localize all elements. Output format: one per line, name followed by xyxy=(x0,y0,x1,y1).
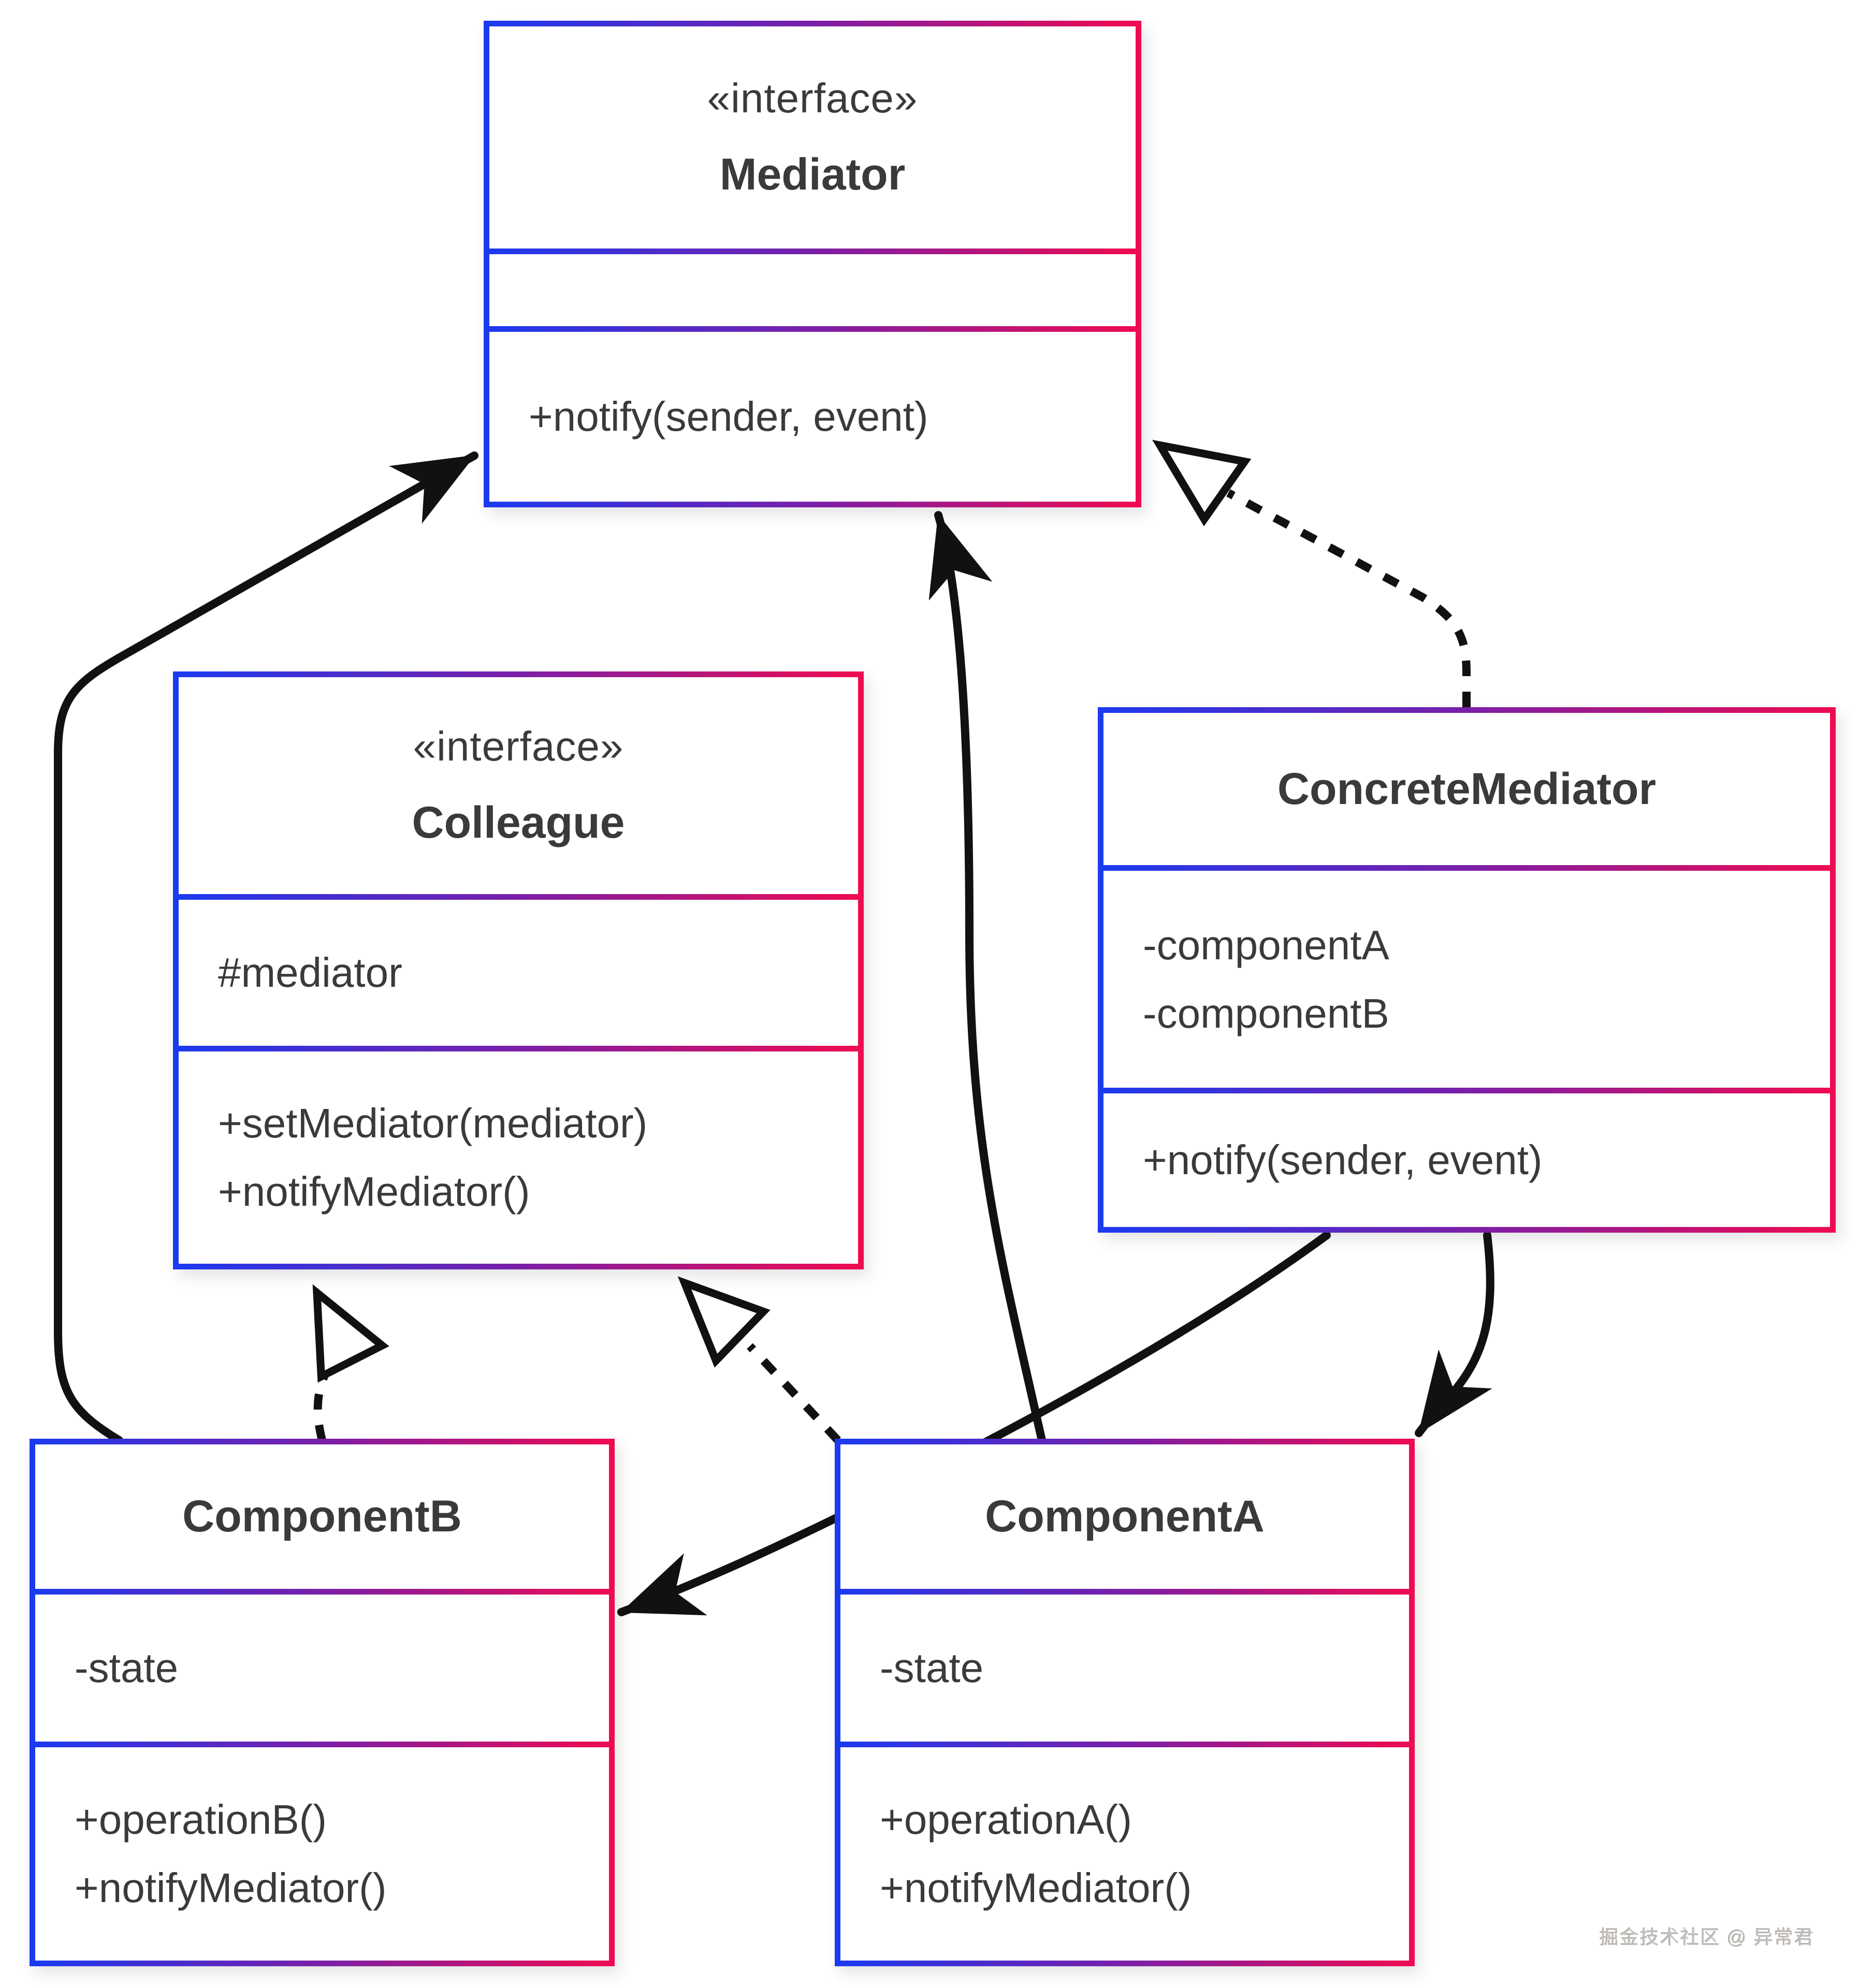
methods-compartment: +setMediator(mediator) +notifyMediator() xyxy=(179,1051,858,1264)
method-label: +operationA() xyxy=(880,1796,1132,1843)
method-label: +operationB() xyxy=(75,1796,327,1843)
class-title-compartment: «interface» Colleague xyxy=(179,677,858,894)
edge-concretemediator-to-componenta xyxy=(1415,1231,1494,1437)
edge-concretemediator-realizes-mediator xyxy=(1226,489,1471,707)
method-label: +notifyMediator() xyxy=(880,1865,1192,1911)
hollow-triangle-icon xyxy=(677,1276,771,1368)
compartment-divider xyxy=(840,1589,1409,1595)
compartment-divider xyxy=(1103,1088,1830,1093)
class-box-colleague: «interface» Colleague #mediator +setMedi… xyxy=(173,671,864,1269)
methods-compartment: +notify(sender, event) xyxy=(489,332,1136,502)
method-label: +notify(sender, event) xyxy=(1143,1137,1543,1183)
compartment-divider xyxy=(840,1742,1409,1747)
compartment-divider xyxy=(489,326,1136,332)
class-name: ComponentB xyxy=(182,1492,462,1541)
stereotype-label: «interface» xyxy=(707,75,918,121)
methods-compartment: +operationB() +notifyMediator() xyxy=(35,1747,609,1961)
class-title-compartment: «interface» Mediator xyxy=(489,26,1136,248)
method-label: +setMediator(mediator) xyxy=(218,1100,648,1146)
attribute-label: -componentA xyxy=(1143,922,1389,968)
edge-componentb-realizes-colleague xyxy=(313,1342,346,1441)
class-name: ComponentA xyxy=(985,1492,1265,1541)
class-box-mediator: «interface» Mediator +notify(sender, eve… xyxy=(484,21,1141,507)
compartment-divider xyxy=(35,1742,609,1747)
compartment-divider xyxy=(1103,865,1830,871)
attributes-compartment xyxy=(489,254,1136,326)
class-title-compartment: ConcreteMediator xyxy=(1103,713,1830,865)
edge-componenta-realizes-colleague xyxy=(747,1343,841,1443)
attribute-label: #mediator xyxy=(218,949,402,996)
class-box-componenta: ComponentA -state +operationA() +notifyM… xyxy=(835,1439,1415,1966)
attributes-compartment: -state xyxy=(840,1595,1409,1742)
watermark-text: 掘金技术社区 @ 异常君 xyxy=(1599,1927,1814,1948)
class-title-compartment: ComponentB xyxy=(35,1444,609,1589)
attributes-compartment: #mediator xyxy=(179,900,858,1046)
class-box-componentb: ComponentB -state +operationB() +notifyM… xyxy=(30,1439,615,1966)
attributes-compartment: -state xyxy=(35,1595,609,1742)
compartment-divider xyxy=(179,1046,858,1051)
methods-compartment: +notify(sender, event) xyxy=(1103,1093,1830,1227)
class-name: ConcreteMediator xyxy=(1277,764,1657,814)
methods-compartment: +operationA() +notifyMediator() xyxy=(840,1747,1409,1961)
attribute-label: -state xyxy=(880,1645,984,1691)
hollow-triangle-icon xyxy=(312,1284,389,1383)
stereotype-label: «interface» xyxy=(413,723,624,769)
class-title-compartment: ComponentA xyxy=(840,1444,1409,1589)
method-label: +notify(sender, event) xyxy=(529,393,928,440)
compartment-divider xyxy=(489,248,1136,254)
edge-componenta-to-mediator xyxy=(928,511,1046,1444)
attributes-compartment: -componentA -componentB xyxy=(1103,871,1830,1088)
edge-componentb-to-mediator xyxy=(54,451,478,1444)
attribute-label: -state xyxy=(75,1645,179,1691)
compartment-divider xyxy=(35,1589,609,1595)
attribute-label: -componentB xyxy=(1143,990,1389,1036)
class-box-concretemediator: ConcreteMediator -componentA -componentB… xyxy=(1098,707,1836,1233)
class-name: Colleague xyxy=(412,798,625,847)
hollow-triangle-icon xyxy=(1152,440,1252,527)
class-name: Mediator xyxy=(719,150,906,199)
method-label: +notifyMediator() xyxy=(75,1865,387,1911)
method-label: +notifyMediator() xyxy=(218,1168,530,1215)
compartment-divider xyxy=(179,894,858,900)
